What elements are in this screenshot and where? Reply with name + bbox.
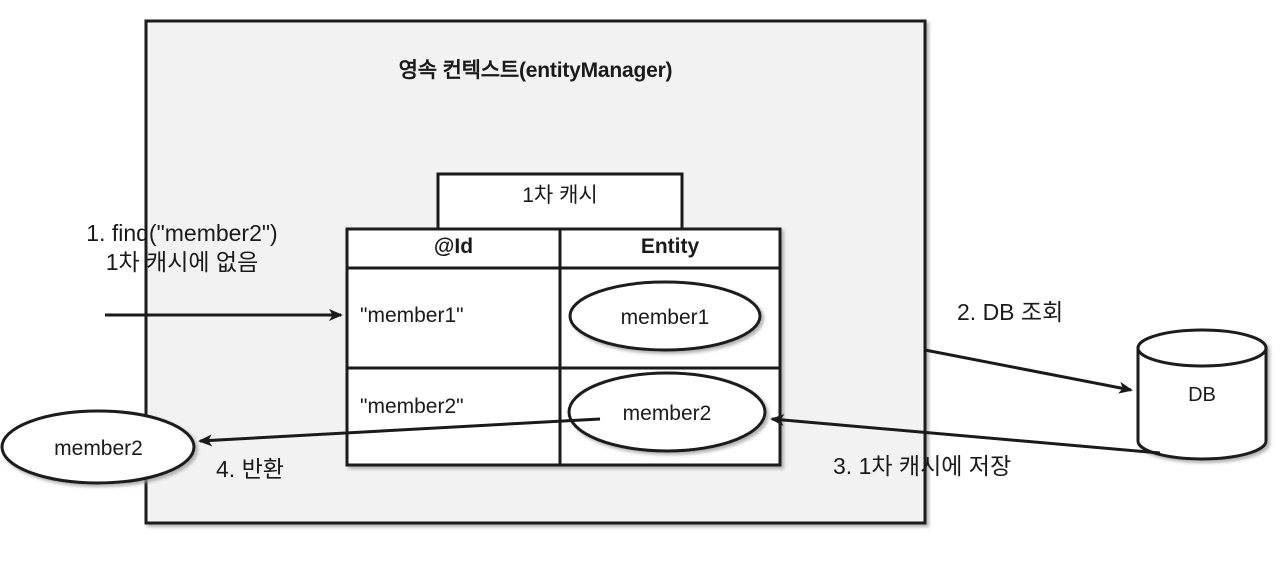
step-2-annotation: 2. DB 조회 xyxy=(957,299,1064,325)
step-3-annotation: 3. 1차 캐시에 저장 xyxy=(833,453,1012,479)
entity-label-member2: member2 xyxy=(622,402,712,425)
step-1-annotation: 1. find("member2") 1차 캐시에 없음 xyxy=(37,219,327,278)
entity-label-member1: member1 xyxy=(620,306,710,329)
step-4-annotation: 4. 반환 xyxy=(216,456,284,482)
table-header-id: @Id xyxy=(433,235,474,258)
table-header-entity: Entity xyxy=(640,235,700,258)
database-label: DB xyxy=(1188,384,1216,406)
returned-entity-ellipse xyxy=(0,409,196,485)
entity-ellipse-member2 xyxy=(567,371,767,453)
arrow-step-4 xyxy=(198,417,601,447)
database-cylinder xyxy=(1136,328,1268,461)
step-1-line-1: 1. find("member2") xyxy=(86,220,278,246)
first-level-cache-label: 1차 캐시 xyxy=(522,184,598,207)
arrow-step-2 xyxy=(924,348,1133,394)
table-row: "member1" xyxy=(360,304,464,327)
returned-entity-label: member2 xyxy=(54,437,143,460)
entity-ellipse-member1 xyxy=(568,280,762,352)
arrow-step-3 xyxy=(770,414,1161,455)
step-1-line-2: 1차 캐시에 없음 xyxy=(105,249,259,276)
first-level-cache-caption-box xyxy=(436,172,684,232)
table-row: "member2" xyxy=(360,395,464,418)
page-title: 영속 컨텍스트(entityManager) xyxy=(398,59,673,82)
